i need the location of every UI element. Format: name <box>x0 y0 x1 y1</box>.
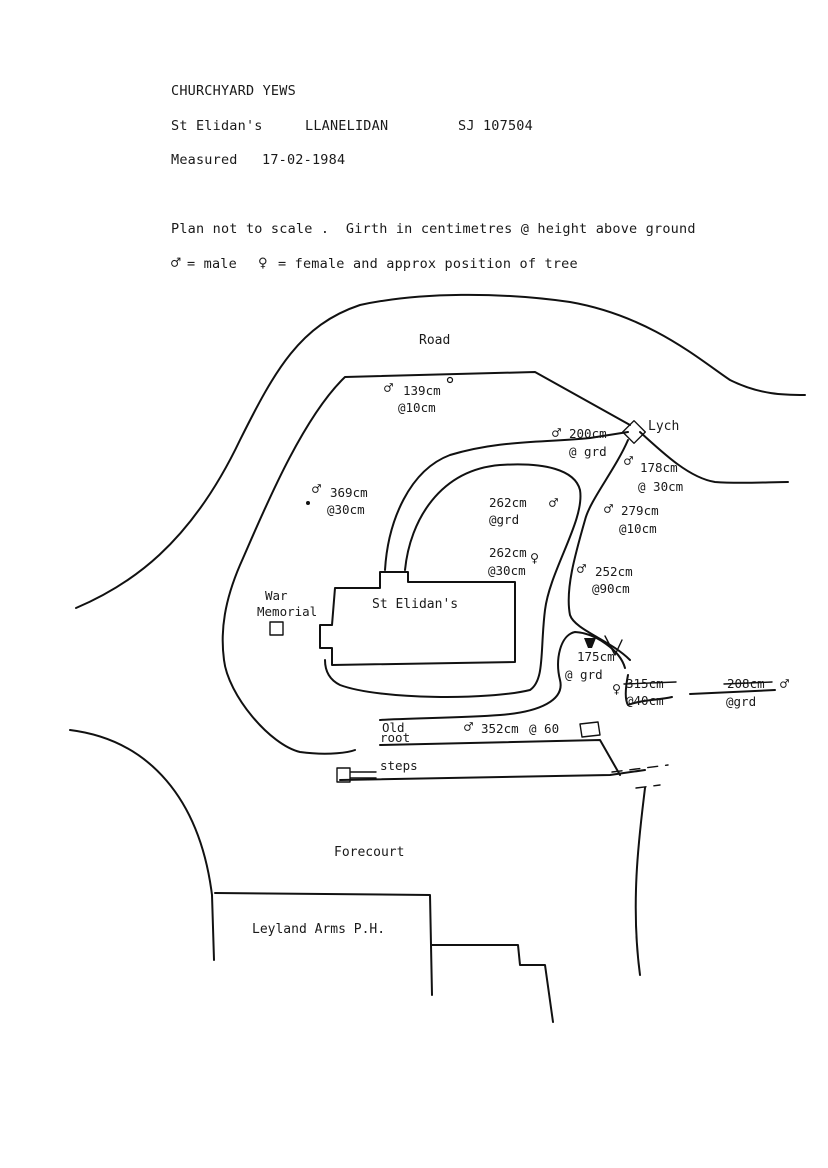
forecourt-wall <box>339 769 646 976</box>
path-inner-arc <box>324 463 582 698</box>
tree-girth: 252cm <box>595 564 633 579</box>
road-lych-edge <box>639 431 789 484</box>
tree-sex-symbol: ♂ <box>549 494 558 512</box>
tree-girth: 175cm <box>577 649 615 664</box>
path-arrow <box>604 635 623 656</box>
tree-girth: 262cm <box>489 545 527 560</box>
label-old: Old <box>382 720 405 735</box>
churchyard-boundary <box>221 371 631 755</box>
legend-female-text: = female and approx position of tree <box>278 256 578 272</box>
label-steps: steps <box>380 758 418 773</box>
forecourt-dashes <box>611 764 669 789</box>
scale-note: Plan not to scale . Girth in centimetres… <box>171 221 696 237</box>
tree-sex-symbol: ♂ <box>780 675 789 693</box>
steps <box>336 767 377 783</box>
tree-sex-symbol: ♀ <box>612 680 621 698</box>
tree-height: @10cm <box>398 400 436 415</box>
church-building <box>319 571 516 666</box>
tree-sex-symbol: ♂ <box>384 379 393 397</box>
strike-through <box>623 681 677 685</box>
path-east <box>567 439 631 661</box>
tree-girth: 178cm <box>640 460 678 475</box>
label-lych: Lych <box>648 419 679 434</box>
path-south-loop <box>379 631 626 721</box>
label-memorial: Memorial <box>257 604 317 619</box>
grid-reference: SJ 107504 <box>458 118 533 134</box>
war-memorial <box>269 621 284 636</box>
tree-girth: 200cm <box>569 426 607 441</box>
measured-label: Measured <box>171 152 238 168</box>
church-name: St Elidan's <box>171 118 263 134</box>
tree-sex-symbol: ♂ <box>604 500 613 518</box>
tree-height: @grd <box>726 694 756 709</box>
road-west-edge <box>69 729 215 961</box>
tree-sex-symbol: ♀ <box>530 549 539 567</box>
label-forecourt: Forecourt <box>334 845 404 860</box>
tree-height: @90cm <box>592 581 630 596</box>
tree-girth: 139cm <box>403 383 441 398</box>
south-gate <box>579 721 601 738</box>
label-root: root <box>380 730 410 745</box>
label-pub: Leyland Arms P.H. <box>252 922 385 937</box>
tree-position-dot <box>446 376 454 384</box>
strike-through <box>723 681 773 685</box>
tree-height: @grd <box>489 512 519 527</box>
tree-girth: 279cm <box>621 503 659 518</box>
tree-height: @ 60 <box>529 721 559 736</box>
tree-sex-symbol: ♂ <box>552 424 561 442</box>
south-boundary <box>379 674 776 776</box>
tree-height: @40cm <box>626 693 664 708</box>
tree-height: @30cm <box>327 502 365 517</box>
pub-building <box>214 892 554 1023</box>
label-church: St Elidan's <box>372 597 458 612</box>
tree-height: @ grd <box>565 667 603 682</box>
path-around-church <box>384 431 629 571</box>
label-war: War <box>265 588 288 603</box>
tree-girth: 262cm <box>489 495 527 510</box>
tree-sex-symbol: ♂ <box>577 560 586 578</box>
tree-sex-symbol: ♂ <box>312 480 321 498</box>
place-name: LLANELIDAN <box>305 118 389 134</box>
tree-height: @ 30cm <box>638 479 683 494</box>
tree-sex-symbol: ♂ <box>464 718 473 736</box>
tree-sex-symbol: ♂ <box>624 452 633 470</box>
tree-girth: 352cm <box>481 721 519 736</box>
legend-male-text: = male <box>187 256 237 272</box>
label-road: Road <box>419 333 450 348</box>
legend-female-symbol: ♀ <box>258 253 268 272</box>
tree-girth: 369cm <box>330 485 368 500</box>
tree-root-mark <box>584 638 596 648</box>
measured-date: 17-02-1984 <box>262 152 346 168</box>
lych-gate <box>621 419 647 445</box>
tree-height: @30cm <box>488 563 526 578</box>
tree-height: @ grd <box>569 444 607 459</box>
legend-male-symbol: ♂ <box>171 253 181 272</box>
road-outer-edge <box>75 293 806 609</box>
tree-position-dot <box>306 501 310 505</box>
tree-height: @10cm <box>619 521 657 536</box>
document-title: CHURCHYARD YEWS <box>171 83 296 99</box>
